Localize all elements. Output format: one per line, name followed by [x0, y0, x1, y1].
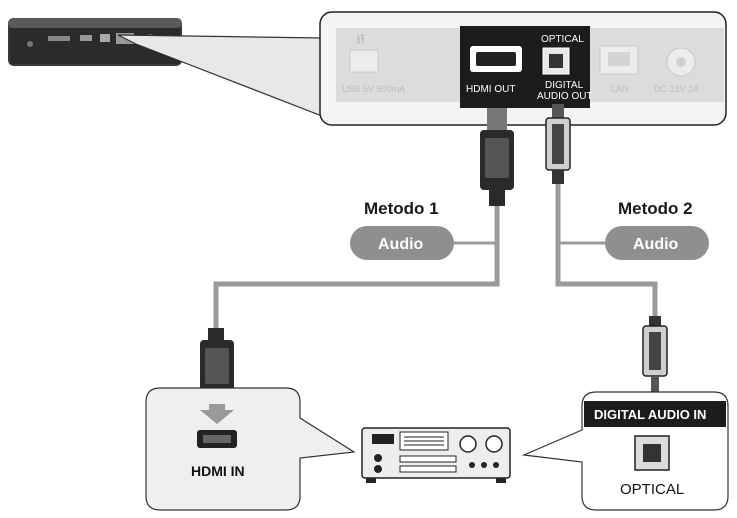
digital-audio-in-header — [584, 401, 726, 427]
optical-out-port: OPTICAL DIGITAL AUDIO OUT — [537, 34, 593, 102]
av-receiver — [361, 427, 511, 483]
audio-out-label: AUDIO OUT — [537, 91, 593, 102]
digital-label: DIGITAL — [545, 80, 584, 91]
method-2-title: Metodo 2 — [618, 199, 693, 218]
optical-top-label: OPTICAL — [541, 34, 584, 45]
optical-plug-bottom — [642, 316, 668, 394]
digital-audio-in-label: DIGITAL AUDIO IN — [594, 407, 706, 422]
zoom-wedge — [117, 34, 323, 117]
hdmi-out-label: HDMI OUT — [466, 84, 515, 95]
hdmi-in-label: HDMI IN — [191, 463, 245, 479]
usb-label: USB 5V 500mA — [342, 84, 405, 94]
hdmi-in-callout: HDMI IN — [145, 387, 356, 511]
hdmi-plug-top — [480, 108, 514, 206]
lan-label: LAN — [611, 84, 629, 94]
optical-in-label: OPTICAL — [620, 481, 684, 498]
rear-panel: ⭿ USB 5V 500mA HDMI OUT OPTICAL DIGITAL … — [319, 11, 727, 126]
hdmi-out-port: HDMI OUT — [466, 46, 522, 95]
method-1-pill-label: Audio — [378, 236, 424, 253]
usb-port: ⭿ USB 5V 500mA — [342, 31, 405, 94]
optical-cable — [555, 184, 658, 318]
player-device — [8, 18, 182, 66]
method-1: Metodo 1 Audio — [350, 199, 454, 260]
method-2: Metodo 2 Audio — [605, 199, 709, 260]
lan-port: LAN — [599, 45, 639, 94]
optical-plug-top — [545, 104, 571, 184]
method-2-pill-label: Audio — [633, 236, 679, 253]
usb-icon: ⭿ — [356, 31, 365, 47]
hdmi-cable — [213, 204, 500, 330]
cables — [213, 184, 658, 330]
method-2-pill — [605, 226, 709, 260]
dc-label: DC 12V 2A — [654, 84, 699, 94]
insert-arrow-icon — [200, 404, 234, 424]
optical-in-port — [634, 435, 670, 471]
method-1-title: Metodo 1 — [364, 199, 439, 218]
method-1-pill — [350, 226, 454, 260]
digital-audio-in-callout: DIGITAL AUDIO IN OPTICAL — [521, 391, 729, 511]
dc-port: DC 12V 2A — [654, 47, 699, 94]
